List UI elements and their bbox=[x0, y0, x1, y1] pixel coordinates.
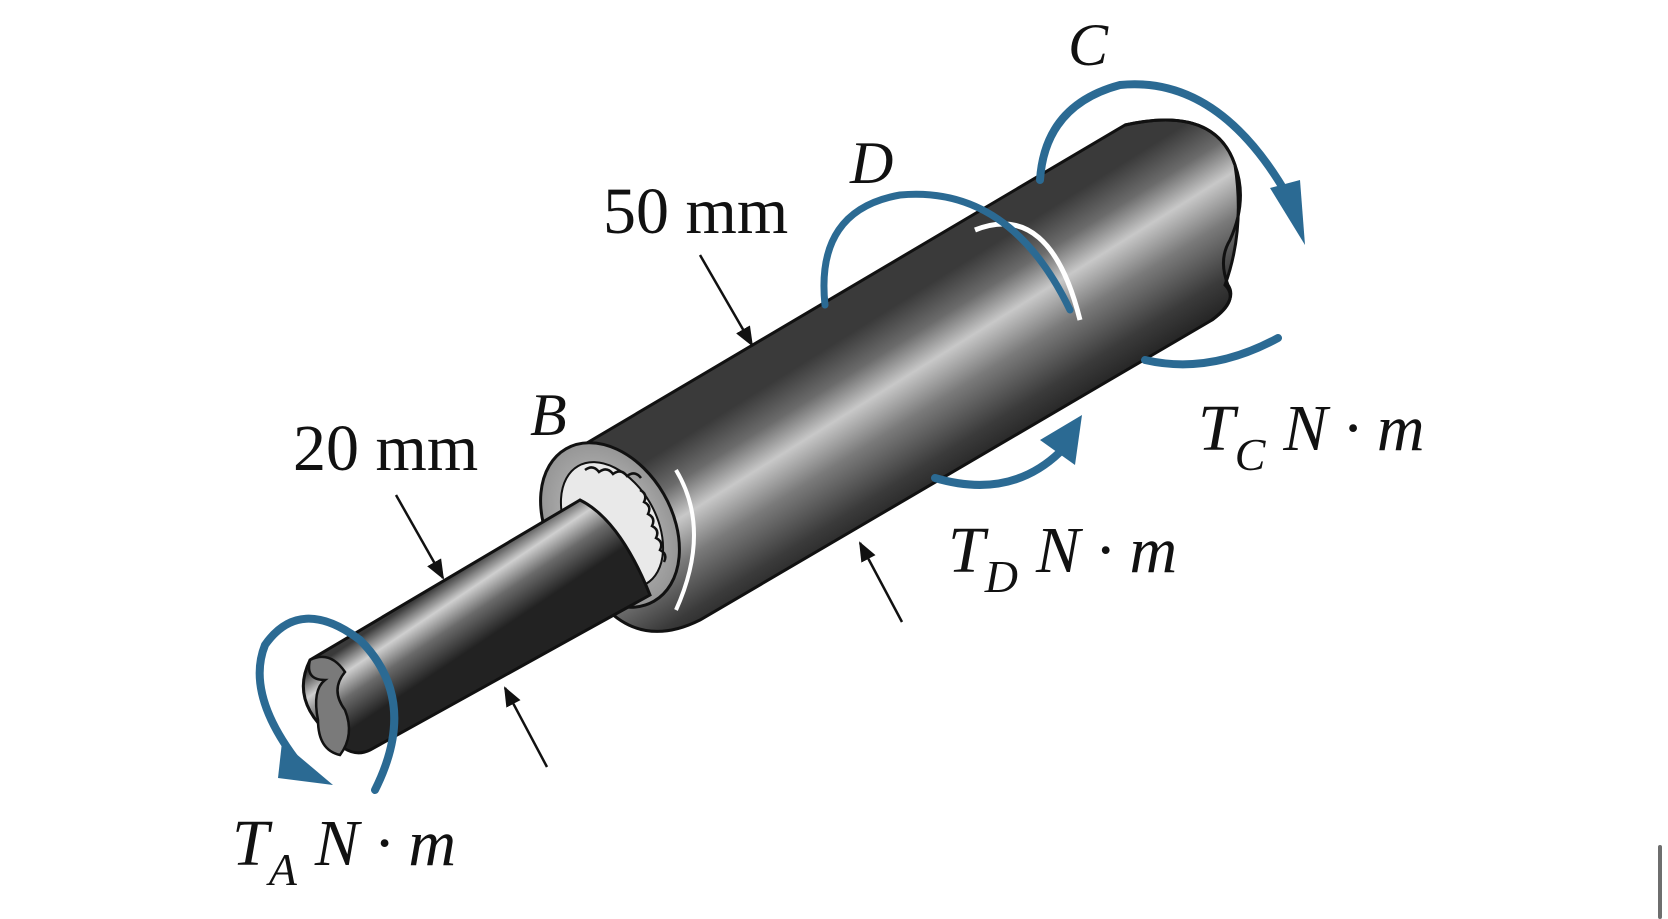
torque-arrow-C bbox=[1036, 80, 1305, 369]
torque-D-subscript: D bbox=[984, 551, 1018, 602]
torque-label-D: TD N · m bbox=[948, 514, 1177, 602]
dimension-label-20mm: 20 mm bbox=[293, 412, 478, 485]
torque-label-C: TC N · m bbox=[1198, 392, 1425, 480]
torque-label-A: TA N · m bbox=[232, 807, 456, 895]
scrollbar[interactable] bbox=[1658, 845, 1662, 919]
point-label-D: D bbox=[849, 130, 893, 196]
dimension-label-50mm: 50 mm bbox=[603, 175, 788, 248]
small-shaft bbox=[301, 498, 652, 757]
dimension-leaders bbox=[394, 254, 904, 768]
torque-arrow-D bbox=[820, 190, 1082, 489]
torque-C-subscript: C bbox=[1235, 429, 1267, 480]
torque-A-unit: N · m bbox=[314, 807, 456, 880]
torque-A-symbol: T bbox=[232, 807, 273, 880]
torque-D-symbol: T bbox=[948, 514, 989, 587]
point-label-B: B bbox=[530, 382, 567, 448]
torque-D-unit: N · m bbox=[1035, 514, 1177, 587]
point-label-C: C bbox=[1068, 12, 1109, 78]
torque-C-symbol: T bbox=[1198, 392, 1239, 465]
torque-A-subscript: A bbox=[266, 844, 298, 895]
torque-C-unit: N · m bbox=[1282, 392, 1424, 465]
torque-arrow-A bbox=[255, 614, 399, 794]
